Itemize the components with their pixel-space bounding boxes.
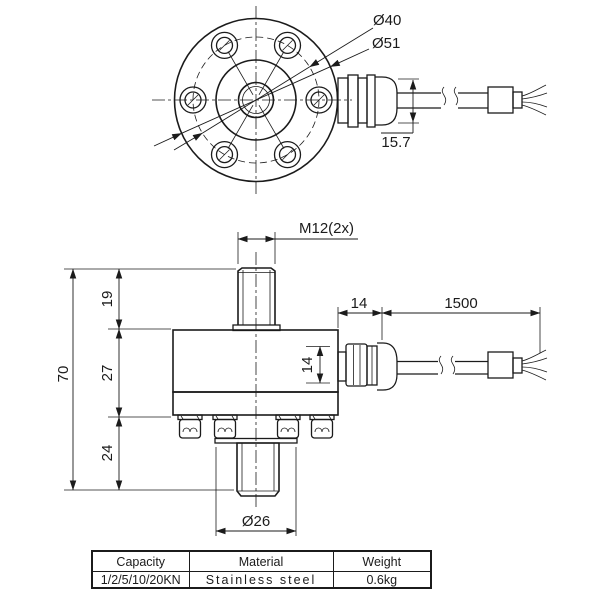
dim-label: 15.7: [381, 134, 410, 151]
side-view: M12(2x) 70 19 27 24: [55, 220, 548, 536]
dim-label: 1500: [444, 295, 477, 312]
cable-tip: [512, 357, 523, 374]
spec-table-header-row: Capacity Material Weight: [91, 550, 432, 572]
center-hole: [237, 81, 275, 119]
bolt-hole: [273, 140, 302, 169]
gland-dome: [377, 342, 398, 391]
dim-label: M12(2x): [299, 220, 354, 237]
value-capacity: 1/2/5/10/20KN: [91, 571, 190, 589]
dim-gland-diameter: 14: [299, 346, 330, 384]
top-view: Ø40 Ø51 15.7: [152, 6, 548, 194]
header-capacity: Capacity: [91, 550, 190, 572]
cable-tip: [512, 91, 523, 109]
spec-table-value-row: 1/2/5/10/20KN Stainless steel 0.6kg: [91, 571, 432, 589]
dim-label: 27: [99, 365, 116, 382]
cable-break: [438, 355, 444, 375]
cable-break: [453, 86, 459, 106]
bottom-stud: [214, 437, 298, 497]
bolt-hole: [305, 86, 333, 114]
body-base-plate: [172, 391, 339, 416]
dim-label: 24: [99, 445, 116, 462]
cable-sleeve: [487, 351, 514, 379]
screw: [212, 414, 238, 439]
gland-dome: [375, 76, 398, 126]
bolt-hole: [210, 140, 239, 169]
bolt-hole: [179, 86, 207, 114]
dim-stud-diameter: Ø26: [215, 447, 297, 536]
bolt-hole: [210, 31, 239, 60]
header-weight: Weight: [332, 550, 432, 572]
wire-ends: [521, 349, 548, 381]
cable-gland-top: [337, 74, 398, 128]
cable-break: [441, 86, 447, 106]
top-stud: [232, 267, 281, 332]
dim-height-chain: 70 19 27 24: [55, 268, 236, 491]
bolt-hole: [273, 31, 302, 60]
screw: [275, 414, 301, 439]
center-hole-chamfer: [242, 86, 270, 114]
screw: [177, 414, 203, 439]
value-material: Stainless steel: [188, 571, 334, 589]
spec-table: Capacity Material Weight 1/2/5/10/20KN S…: [91, 550, 432, 589]
dim-label: Ø26: [242, 513, 270, 530]
radial-spokes: [227, 51, 285, 149]
dim-label: Ø40: [373, 12, 401, 29]
bolt-holes: [179, 31, 333, 169]
cable-side: [397, 349, 548, 381]
dim-cable-length: 1500: [381, 295, 541, 353]
dim-label: Ø51: [372, 35, 400, 52]
cable-break: [450, 355, 456, 375]
dim-gland-length: 14: [337, 295, 383, 340]
dim-label: 19: [99, 291, 116, 308]
mounting-screws: [177, 414, 335, 439]
wire-ends: [521, 84, 548, 116]
header-material: Material: [188, 550, 334, 572]
dim-gland-height: 15.7: [381, 78, 419, 151]
cable-sleeve: [487, 86, 514, 114]
dim-thread: M12(2x): [237, 220, 358, 264]
dim-label: 70: [55, 366, 72, 383]
cable-gland-side: [337, 342, 398, 391]
value-weight: 0.6kg: [332, 571, 432, 589]
dim-label: 14: [351, 295, 368, 312]
dim-outer-circle: Ø51: [153, 35, 400, 147]
screw: [309, 414, 335, 439]
cable-top: [397, 84, 548, 116]
flange-boss-circle: [215, 59, 297, 141]
dim-label: 14: [299, 357, 316, 374]
